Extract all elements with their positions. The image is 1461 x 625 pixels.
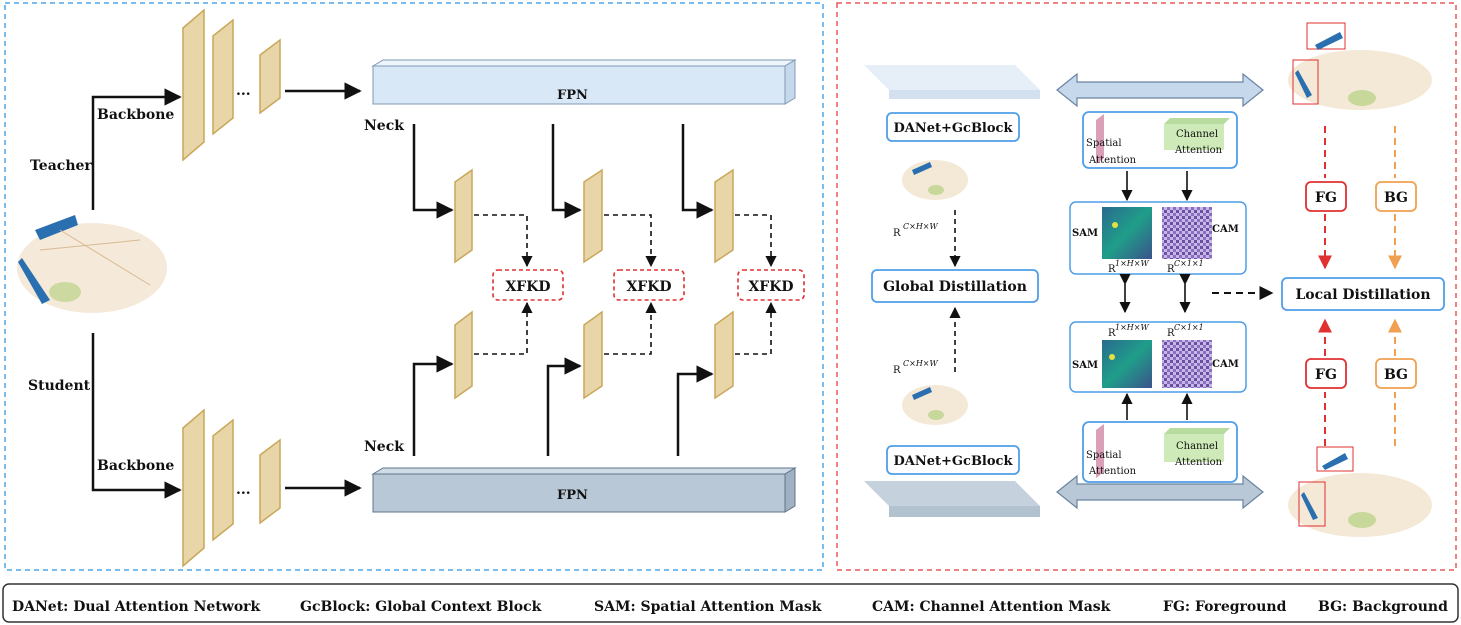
xfkd-label-1: XFKD bbox=[505, 279, 550, 295]
backbone-top-ellipsis: ... bbox=[236, 83, 251, 99]
xray-thumb-top bbox=[902, 160, 968, 200]
xray-fg-bottom bbox=[1288, 446, 1432, 537]
teacher-feature-slab bbox=[864, 65, 1040, 99]
svg-text:1×H×W: 1×H×W bbox=[1115, 259, 1149, 268]
mask-box-bottom bbox=[1069, 321, 1247, 393]
svg-text:R: R bbox=[1108, 264, 1116, 275]
student-feature-slab bbox=[864, 481, 1040, 517]
xray-thumb-bottom bbox=[902, 385, 968, 425]
fg-top-box: FG bbox=[1305, 181, 1347, 212]
backbone-bottom-label: Backbone bbox=[97, 458, 174, 474]
svg-text:C×H×W: C×H×W bbox=[903, 222, 939, 231]
fpn-bottom-block bbox=[371, 467, 797, 513]
bg-top-box: BG bbox=[1375, 181, 1417, 212]
legend-cam: CAM: Channel Attention Mask bbox=[872, 599, 1111, 615]
top-double-arrow bbox=[1056, 72, 1264, 108]
fg-bottom-label: FG bbox=[1315, 367, 1337, 383]
xray-input-image bbox=[17, 215, 167, 313]
xfkd-label-3: XFKD bbox=[748, 279, 793, 295]
channel-bottom-1: Channel bbox=[1176, 441, 1218, 452]
danet-top-label: DANet+GcBlock bbox=[894, 121, 1014, 136]
fpn-top-label: FPN bbox=[557, 88, 588, 103]
student-arrow bbox=[91, 333, 182, 499]
attention-box-bottom bbox=[1082, 421, 1238, 483]
svg-text:R: R bbox=[1167, 264, 1175, 275]
global-distillation-box: Global Distillation bbox=[871, 269, 1039, 303]
sam-bottom-label: SAM bbox=[1072, 360, 1098, 371]
xfkd-box-2: XFKD bbox=[613, 269, 685, 301]
fpn-top-block bbox=[371, 59, 797, 105]
svg-text:R: R bbox=[893, 365, 901, 376]
sam-top-label: SAM bbox=[1072, 228, 1098, 239]
svg-text:1×H×W: 1×H×W bbox=[1115, 323, 1149, 332]
teacher-arrow bbox=[91, 88, 182, 210]
student-backbone-layers bbox=[182, 408, 281, 568]
local-distillation-label: Local Distillation bbox=[1295, 287, 1430, 303]
rc11-bottom: R C×1×1 bbox=[1167, 323, 1204, 339]
svg-text:C×1×1: C×1×1 bbox=[1174, 323, 1204, 332]
neck-top-label: Neck bbox=[364, 118, 404, 134]
svg-text:C×H×W: C×H×W bbox=[903, 359, 939, 368]
attention-box-top bbox=[1082, 111, 1238, 169]
legend-sam: SAM: Spatial Attention Mask bbox=[594, 599, 822, 615]
right-panel-border bbox=[836, 2, 1457, 571]
r1hw-bottom: R 1×H×W bbox=[1108, 323, 1149, 339]
cam-top-label: CAM bbox=[1212, 224, 1239, 235]
backbone-top-label: Backbone bbox=[97, 107, 174, 123]
svg-text:R: R bbox=[1167, 328, 1175, 339]
legend-box bbox=[2, 583, 1459, 623]
xfkd-label-2: XFKD bbox=[626, 279, 671, 295]
xray-fg-top bbox=[1288, 22, 1432, 110]
mask-link-arrows bbox=[1119, 273, 1191, 314]
spatial-top-1: Spatial bbox=[1086, 138, 1122, 149]
fpn-bottom-label: FPN bbox=[557, 488, 588, 503]
bg-top-label: BG bbox=[1384, 190, 1408, 206]
fg-bottom-box: FG bbox=[1305, 358, 1347, 389]
spatial-top-2: Attention bbox=[1088, 155, 1137, 166]
svg-text:R: R bbox=[893, 228, 901, 239]
left-panel-border bbox=[4, 2, 824, 571]
backbone-bottom-ellipsis: ... bbox=[236, 482, 251, 498]
danet-top-box: DANet+GcBlock bbox=[886, 112, 1020, 142]
xfkd-box-3: XFKD bbox=[737, 269, 805, 301]
fg-top-label: FG bbox=[1315, 190, 1337, 206]
r1hw-top: R 1×H×W bbox=[1108, 259, 1149, 275]
channel-top-1: Channel bbox=[1176, 129, 1218, 140]
legend-gcblock: GcBlock: Global Context Block bbox=[300, 599, 542, 615]
mask-box-top bbox=[1069, 201, 1247, 275]
bottom-double-arrow bbox=[1056, 474, 1264, 510]
neck-branches bbox=[412, 124, 777, 456]
danet-bottom-box: DANet+GcBlock bbox=[886, 445, 1020, 475]
legend-bg: BG: Background bbox=[1318, 599, 1448, 615]
legend-fg: FG: Foreground bbox=[1163, 599, 1287, 615]
legend-danet: DANet: Dual Attention Network bbox=[12, 599, 261, 615]
rcxhw-top: R C×H×W bbox=[893, 222, 939, 239]
channel-bottom-2: Attention bbox=[1174, 457, 1223, 468]
student-label: Student bbox=[28, 378, 91, 394]
local-distillation-box: Local Distillation bbox=[1281, 277, 1445, 311]
rc11-top: R C×1×1 bbox=[1167, 259, 1204, 275]
neck-bottom-label: Neck bbox=[364, 439, 404, 455]
spatial-bottom-2: Attention bbox=[1088, 466, 1137, 477]
rcxhw-bottom: R C×H×W bbox=[893, 359, 939, 376]
svg-text:C×1×1: C×1×1 bbox=[1174, 259, 1204, 268]
teacher-label: Teacher bbox=[30, 158, 92, 174]
cam-bottom-label: CAM bbox=[1212, 359, 1239, 370]
spatial-bottom-1: Spatial bbox=[1086, 450, 1122, 461]
bg-bottom-label: BG bbox=[1384, 367, 1408, 383]
svg-text:R: R bbox=[1108, 328, 1116, 339]
xfkd-box-1: XFKD bbox=[492, 269, 564, 301]
danet-bottom-label: DANet+GcBlock bbox=[894, 454, 1014, 469]
global-distillation-label: Global Distillation bbox=[883, 279, 1027, 295]
channel-top-2: Attention bbox=[1174, 145, 1223, 156]
bg-bottom-box: BG bbox=[1375, 358, 1417, 389]
teacher-backbone-layers bbox=[182, 8, 281, 162]
